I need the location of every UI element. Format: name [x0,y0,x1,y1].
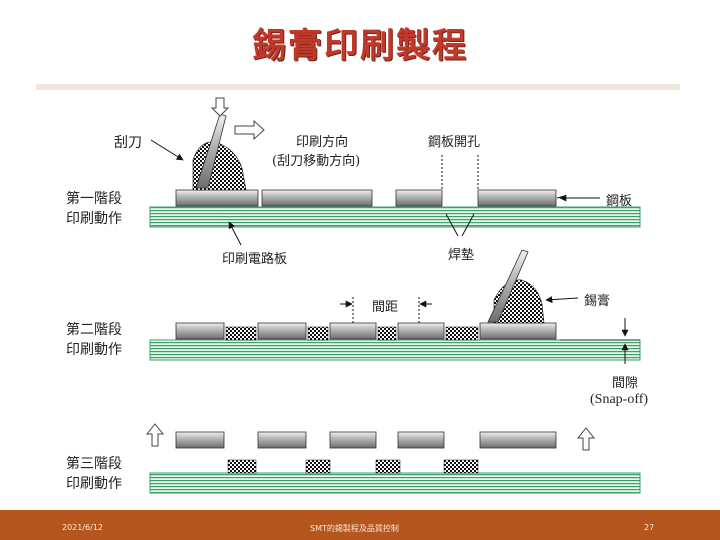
snap-off-label: (Snap-off) [590,392,649,407]
paste-deposits [227,459,479,474]
pcb-board [149,339,641,361]
stage-3-line-2: 印刷動作 [66,476,122,492]
stage-1-drawing [149,97,641,246]
stage-3-drawing [145,423,641,494]
squeegee-label: 刮刀 [114,135,142,151]
print-direction-sublabel: (刮刀移動方向) [272,154,361,169]
footer-date: 2021/6/12 [62,523,104,532]
squeegee-blade [487,249,529,323]
stencil [175,322,557,340]
up-arrow-icon [576,427,596,451]
solder-paste-label: 錫膏 [584,294,611,309]
squeegee-blade [195,113,227,189]
print-direction-label: 印刷方向 [296,135,349,150]
stencil [175,189,557,207]
stage-2-line-1: 第二階段 [66,322,122,338]
stage-2-drawing [149,249,641,364]
stencil-aperture-label: 鋼板開孔 [428,135,481,150]
footer-title: SMT的錫製程及品質控制 [310,524,399,533]
stage-2-label: 第二階段 印刷動作 [66,320,166,360]
pad-label: 焊墊 [448,248,475,263]
stencil-label: 鋼板 [606,194,633,209]
page-number: 27 [644,523,655,532]
pcb-label: 印刷電路板 [222,252,288,267]
stencil [175,431,557,449]
footer-bar [0,510,720,540]
stage-1-line-2: 印刷動作 [66,211,122,227]
pitch-label: 間距 [372,300,399,315]
up-arrow-icon [145,423,165,447]
stage-3-line-1: 第三階段 [66,456,122,472]
stage-1-label: 第一階段 印刷動作 [66,189,166,229]
title-divider [36,84,680,90]
pcb-board [149,206,641,228]
stage-1-line-1: 第一階段 [66,191,122,207]
stage-3-label: 第三階段 印刷動作 [66,454,166,494]
down-arrow-icon [210,97,230,117]
pcb-board [149,472,641,494]
slide-title: 錫膏印刷製程 [252,26,468,66]
gap-label: 間隙 [612,376,639,391]
paste-deposits [225,326,479,341]
right-arrow-icon [234,119,265,141]
stage-2-line-2: 印刷動作 [66,342,122,358]
